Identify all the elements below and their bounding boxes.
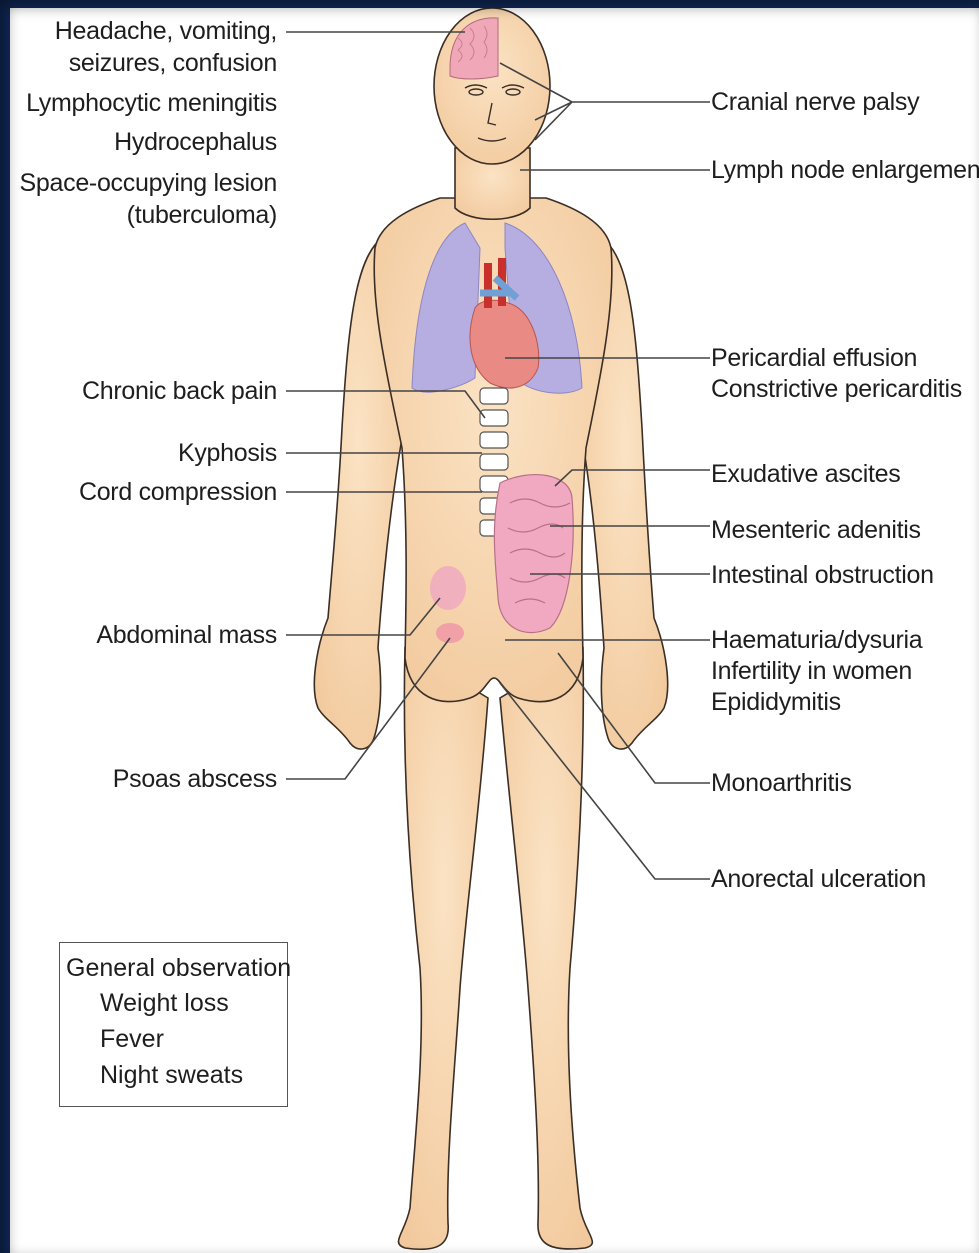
intestines: [494, 475, 573, 633]
label-space-lesion: Space-occupying lesion: [10, 168, 277, 198]
label-cord-compression: Cord compression: [20, 477, 277, 507]
label-monoarthritis: Monoarthritis: [711, 768, 852, 798]
label-pericardial-effusion: Pericardial effusion: [711, 343, 917, 373]
label-exudative-ascites: Exudative ascites: [711, 459, 900, 489]
general-observation-title: General observation: [66, 953, 291, 983]
label-back-pain: Chronic back pain: [20, 376, 277, 406]
label-anorectal: Anorectal ulceration: [711, 864, 926, 894]
label-seizures: seizures, confusion: [20, 48, 277, 78]
general-observation-box: General observation Weight loss Fever Ni…: [59, 942, 288, 1107]
observation-item: Night sweats: [100, 1060, 243, 1090]
diagram-canvas: Headache, vomiting, seizures, confusion …: [10, 8, 979, 1253]
label-intestinal-obstruction: Intestinal obstruction: [711, 560, 934, 590]
label-psoas-abscess: Psoas abscess: [20, 764, 277, 794]
body-silhouette: [314, 8, 667, 1249]
label-kyphosis: Kyphosis: [20, 438, 277, 468]
observation-item: Weight loss: [100, 988, 229, 1018]
observation-item: Fever: [100, 1024, 164, 1054]
label-cranial-nerve: Cranial nerve palsy: [711, 87, 919, 117]
label-tuberculoma: (tuberculoma): [20, 200, 277, 230]
label-hydrocephalus: Hydrocephalus: [20, 127, 277, 157]
label-abdominal-mass: Abdominal mass: [20, 620, 277, 650]
label-meningitis: Lymphocytic meningitis: [10, 88, 277, 118]
label-mesenteric-adenitis: Mesenteric adenitis: [711, 515, 921, 545]
label-lymph-node: Lymph node enlargement: [711, 155, 979, 185]
label-headache: Headache, vomiting,: [20, 16, 277, 46]
psoas-abscess-shape: [436, 623, 464, 643]
label-haematuria: Haematuria/dysuria: [711, 625, 922, 655]
label-epididymitis: Epididymitis: [711, 687, 841, 717]
label-infertility: Infertility in women: [711, 656, 912, 686]
label-constrictive-pericarditis: Constrictive pericarditis: [711, 374, 962, 404]
